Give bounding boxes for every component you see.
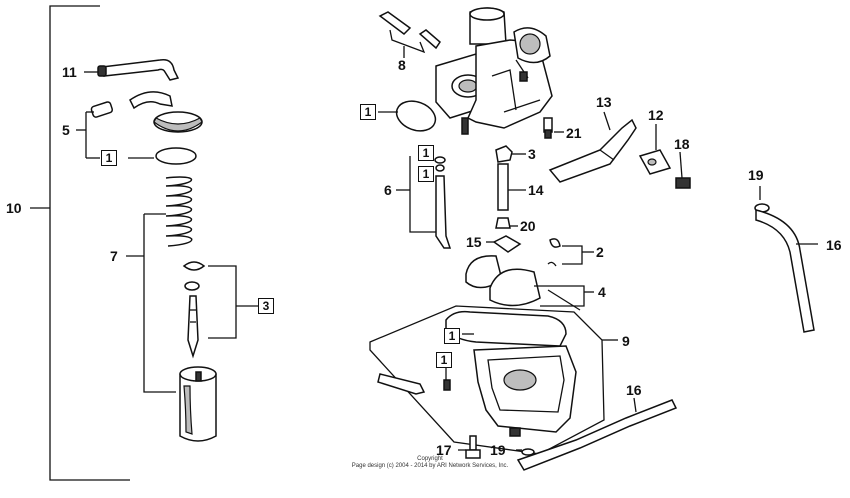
- callout-9: 9: [622, 333, 630, 349]
- copyright-notice: Copyright Page design (c) 2004 - 2014 by…: [330, 456, 530, 470]
- boxed-ref-1-b: 1: [418, 166, 434, 182]
- callout-2: 2: [596, 244, 604, 260]
- part-2-floatpin: [547, 238, 594, 267]
- part-16-drain-tube-lower: [516, 397, 678, 471]
- copyright-line-2: Page design (c) 2004 - 2014 by ARI Netwo…: [351, 463, 509, 469]
- callout-18: 18: [674, 136, 690, 152]
- part-13-float-arm: [548, 111, 637, 183]
- callout-15: 15: [466, 234, 482, 250]
- copyright-line-1: Copyright: [417, 456, 443, 462]
- callout-5: 5: [62, 122, 70, 138]
- part-20-main-jet: [495, 217, 518, 229]
- callout-12: 12: [648, 107, 664, 123]
- carburetor-body: [435, 7, 553, 135]
- part-3-needle-clip: [182, 261, 258, 339]
- part-19-clip-lower: [516, 448, 535, 456]
- boxed-ref-1-bowl: 1: [444, 328, 460, 344]
- part-8-choke-plunger: [378, 11, 441, 58]
- part-9-float-bowl-group: [369, 305, 618, 455]
- part-18-screw: [675, 151, 691, 189]
- drain-screw: [377, 368, 451, 395]
- callout-16-right: 16: [826, 237, 842, 253]
- throttle-slide: [179, 366, 217, 442]
- part-4-float: [465, 255, 594, 311]
- boxed-ref-1-top: 1: [360, 104, 376, 120]
- part-16-tube-right: [755, 209, 818, 333]
- part-11-tube: [84, 58, 180, 81]
- callout-19-lower: 19: [490, 442, 506, 458]
- part-3-jet: [495, 145, 526, 163]
- callout-11: 11: [62, 64, 77, 80]
- boxed-ref-1-a: 1: [418, 145, 434, 161]
- part-19-clip-right: [754, 186, 770, 213]
- callout-6: 6: [384, 182, 392, 198]
- callout-10: 10: [6, 200, 22, 216]
- part-7-spring: [126, 176, 193, 393]
- callout-14: 14: [528, 182, 544, 198]
- part-1-oring-left: [128, 147, 197, 165]
- callout-7: 7: [110, 248, 118, 264]
- callout-19-right: 19: [748, 167, 764, 183]
- jet-needle: [187, 295, 199, 359]
- part-14-needle-jet: [497, 163, 526, 211]
- callout-8: 8: [398, 57, 406, 73]
- callout-4: 4: [598, 284, 606, 300]
- callout-3-jet: 3: [528, 146, 536, 162]
- part-21-screw: [543, 117, 564, 139]
- callout-13: 13: [596, 94, 612, 110]
- part-12-bracket: [638, 124, 672, 175]
- part-6-pilot-screw: [396, 156, 452, 249]
- callout-20: 20: [520, 218, 536, 234]
- boxed-ref-3-left: 3: [258, 298, 274, 314]
- part-15-jet-holder: [486, 235, 522, 253]
- callout-17: 17: [436, 442, 452, 458]
- boxed-ref-1-drain: 1: [436, 352, 452, 368]
- callout-16-lower: 16: [626, 382, 642, 398]
- part-5-cap: [76, 91, 203, 159]
- assembly-bracket-10: [30, 5, 130, 481]
- part-1-oring-top: [378, 100, 437, 132]
- boxed-ref-1-left: 1: [101, 150, 117, 166]
- part-17-screw: [458, 435, 481, 459]
- callout-21: 21: [566, 125, 582, 141]
